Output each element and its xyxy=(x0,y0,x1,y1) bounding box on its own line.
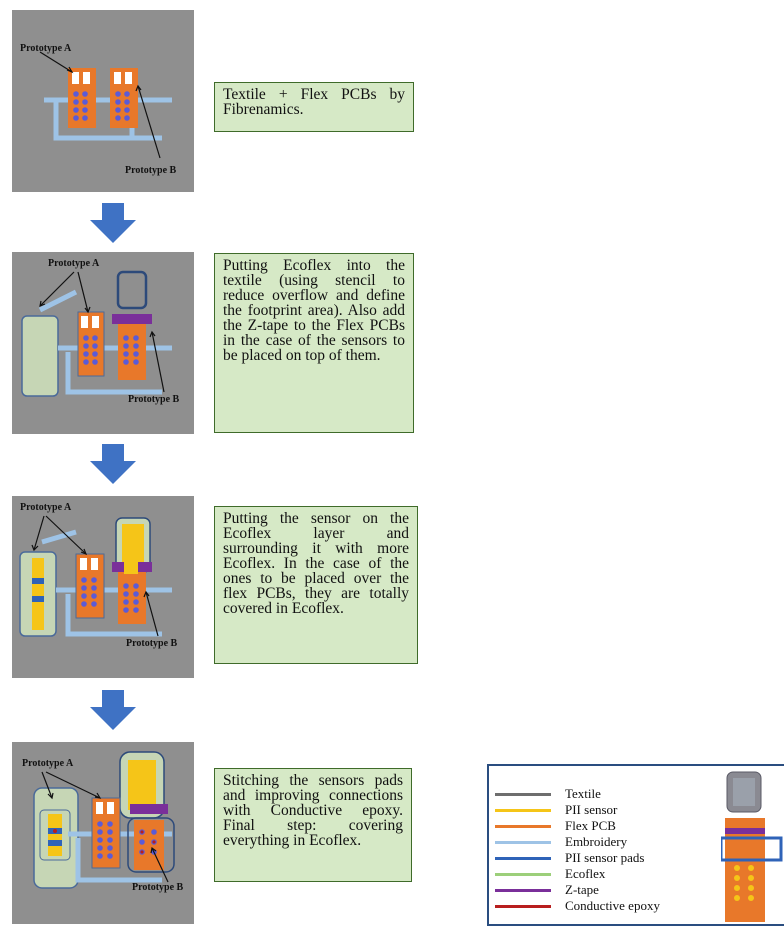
legend-example-illustration xyxy=(721,771,783,922)
legend: Textile PII sensor Flex PCB Embroidery P… xyxy=(487,764,784,926)
step4-label-a: Prototype A xyxy=(22,758,74,769)
step2-illustration xyxy=(21,270,172,397)
step3-panel: Prototype A Prototype B xyxy=(12,496,194,678)
arrow-down-icon xyxy=(90,444,136,484)
step1-text: Textile + Flex PCBs by Fibrenamics. xyxy=(214,82,414,132)
legend-label: Ecoflex xyxy=(565,866,606,881)
step3-label-a: Prototype A xyxy=(20,502,72,513)
step1-panel: Prototype A Prototype B xyxy=(12,10,194,192)
legend-swatch xyxy=(495,873,551,876)
legend-swatch xyxy=(495,793,551,796)
step4-panel: Prototype A Prototype B xyxy=(12,742,194,924)
step3-illustration xyxy=(19,515,172,637)
step2-label-a: Prototype A xyxy=(48,258,100,269)
step3-label-b: Prototype B xyxy=(126,638,178,649)
step4-illustration xyxy=(33,751,175,889)
legend-label: Z-tape xyxy=(565,882,599,897)
legend-label: Textile xyxy=(565,786,601,801)
legend-swatch xyxy=(495,857,551,860)
step3-text: Putting the sensor on the Ecoflex layer … xyxy=(214,506,418,664)
legend-label: Conductive epoxy xyxy=(565,898,660,913)
legend-swatch xyxy=(495,809,551,812)
legend-swatch xyxy=(495,905,551,908)
legend-swatch xyxy=(495,825,551,828)
legend-swatch xyxy=(495,889,551,892)
step4-label-b: Prototype B xyxy=(132,882,184,893)
step1-label-b: Prototype B xyxy=(125,165,177,176)
step4-text: Stitching the sensors pads and improving… xyxy=(214,768,412,882)
legend-label: Embroidery xyxy=(565,834,628,849)
step1-illustration xyxy=(39,51,172,159)
legend-label: PII sensor xyxy=(565,802,618,817)
legend-label: Flex PCB xyxy=(565,818,616,833)
arrow-down-icon xyxy=(90,690,136,730)
step2-panel: Prototype A Prototype B xyxy=(12,252,194,434)
step2-text: Putting Ecoflex into the textile (using … xyxy=(214,253,414,433)
legend-label: PII sensor pads xyxy=(565,850,645,865)
step1-label-a: Prototype A xyxy=(20,43,72,54)
legend-swatch xyxy=(495,841,551,844)
arrow-down-icon xyxy=(90,203,136,243)
step2-label-b: Prototype B xyxy=(128,394,180,405)
